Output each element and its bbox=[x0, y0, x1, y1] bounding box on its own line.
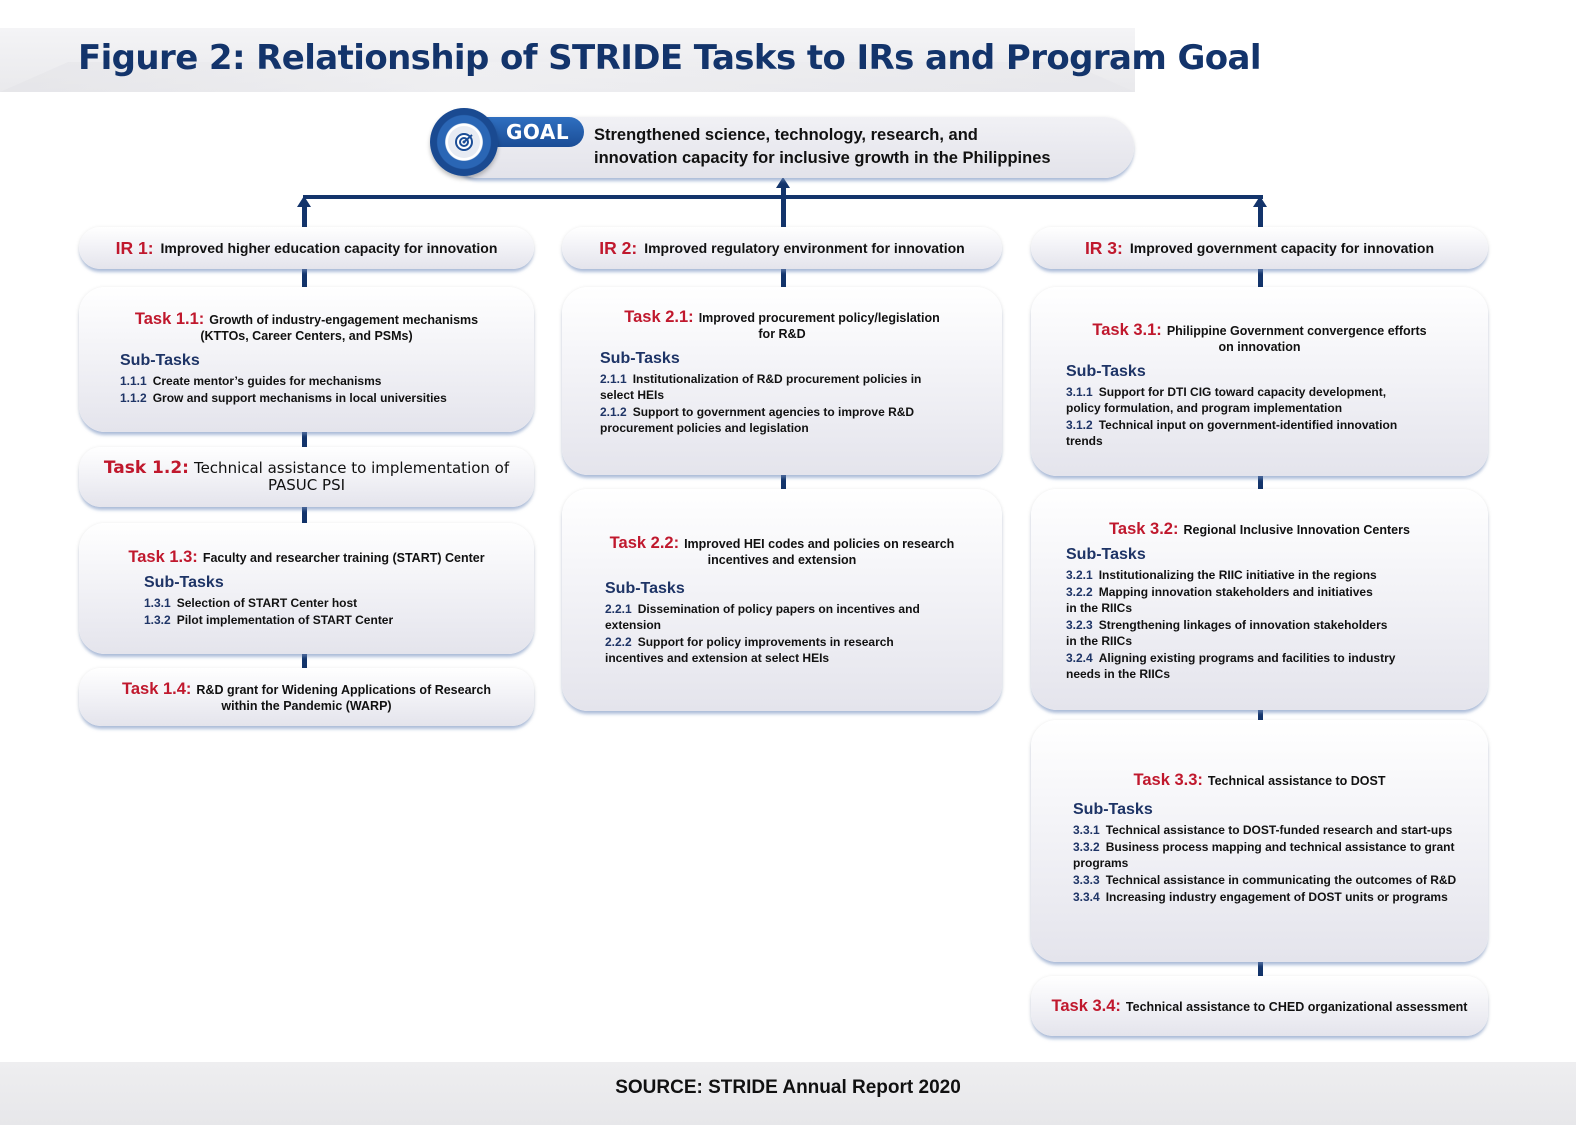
connector-ir3-t31 bbox=[1258, 268, 1263, 288]
goal-connector bbox=[781, 186, 786, 228]
connector-t31-t32 bbox=[1258, 475, 1263, 490]
subtasks-heading: Sub-Tasks bbox=[1066, 546, 1146, 563]
task-3-2-box: Task 3.2:Regional Inclusive Innovation C… bbox=[1031, 489, 1488, 710]
subtasks-heading: Sub-Tasks bbox=[1073, 801, 1153, 818]
connector-t32-t33 bbox=[1258, 708, 1263, 721]
connector-t33-t34 bbox=[1258, 960, 1263, 977]
ir3-box: IR 3:Improved government capacity for in… bbox=[1031, 227, 1488, 269]
connector-t12-t13 bbox=[302, 506, 307, 524]
title-band bbox=[0, 28, 1135, 92]
task-2-2-header: Task 2.2:Improved HEI codes and policies… bbox=[609, 534, 955, 567]
subtasks-heading: Sub-Tasks bbox=[605, 580, 685, 597]
task-3-4-header: Task 3.4:Technical assistance to CHED or… bbox=[1051, 996, 1468, 1015]
ir1-box: IR 1:Improved higher education capacity … bbox=[79, 227, 534, 269]
task-1-4-header: Task 1.4:R&D grant for Widening Applicat… bbox=[122, 679, 491, 713]
target-icon bbox=[448, 126, 480, 158]
subtasks-heading: Sub-Tasks bbox=[120, 352, 200, 369]
connector-t11-t12 bbox=[302, 430, 307, 448]
subtasks-heading: Sub-Tasks bbox=[600, 350, 680, 367]
task-1-1-header: Task 1.1:Growth of industry-engagement m… bbox=[134, 310, 479, 343]
connector-t13-t14 bbox=[302, 652, 307, 669]
ir3-connector bbox=[1258, 204, 1263, 228]
ir3-arrow-icon bbox=[1253, 196, 1267, 207]
task-1-4-box: Task 1.4:R&D grant for Widening Applicat… bbox=[79, 668, 534, 726]
connector-t21-t22 bbox=[781, 474, 786, 490]
goal-arrow-icon bbox=[776, 177, 790, 188]
task-1-1-box: Task 1.1:Growth of industry-engagement m… bbox=[79, 287, 534, 432]
connector-ir2-t21 bbox=[781, 268, 786, 288]
task-2-2-box: Task 2.2:Improved HEI codes and policies… bbox=[562, 489, 1002, 711]
task-2-1-box: Task 2.1:Improved procurement policy/leg… bbox=[562, 287, 1002, 475]
task-3-1-box: Task 3.1:Philippine Government convergen… bbox=[1031, 287, 1488, 476]
task-3-3-header: Task 3.3:Technical assistance to DOST bbox=[1133, 771, 1386, 789]
connector-ir1-t11 bbox=[302, 268, 307, 288]
goal-statement: Strengthened science, technology, resear… bbox=[594, 126, 1051, 167]
task-3-4-box: Task 3.4:Technical assistance to CHED or… bbox=[1031, 976, 1488, 1036]
ir1-arrow-icon bbox=[297, 196, 311, 207]
task-3-2-header: Task 3.2:Regional Inclusive Innovation C… bbox=[1109, 520, 1410, 538]
subtasks-heading: Sub-Tasks bbox=[144, 574, 224, 591]
figure-title: Figure 2: Relationship of STRIDE Tasks t… bbox=[78, 38, 1262, 78]
task-3-3-box: Task 3.3:Technical assistance to DOST Su… bbox=[1031, 720, 1488, 962]
task-1-2-box: Task 1.2:Technical assistance to impleme… bbox=[79, 447, 534, 507]
task-3-1-header: Task 3.1:Philippine Government convergen… bbox=[1092, 321, 1427, 354]
task-1-3-header: Task 1.3:Faculty and researcher training… bbox=[128, 548, 485, 566]
source-band bbox=[0, 1062, 1576, 1125]
task-2-1-header: Task 2.1:Improved procurement policy/leg… bbox=[624, 308, 940, 341]
source-caption: SOURCE: STRIDE Annual Report 2020 bbox=[615, 1077, 961, 1098]
ir1-connector bbox=[302, 204, 307, 228]
ir2-box: IR 2:Improved regulatory environment for… bbox=[562, 227, 1002, 269]
goal-badge bbox=[430, 108, 498, 176]
goal-tag: GOAL bbox=[486, 117, 584, 147]
subtasks-heading: Sub-Tasks bbox=[1066, 363, 1146, 380]
task-1-3-box: Task 1.3:Faculty and researcher training… bbox=[79, 523, 534, 654]
task-1-2-header: Task 1.2:Technical assistance to impleme… bbox=[103, 458, 510, 494]
